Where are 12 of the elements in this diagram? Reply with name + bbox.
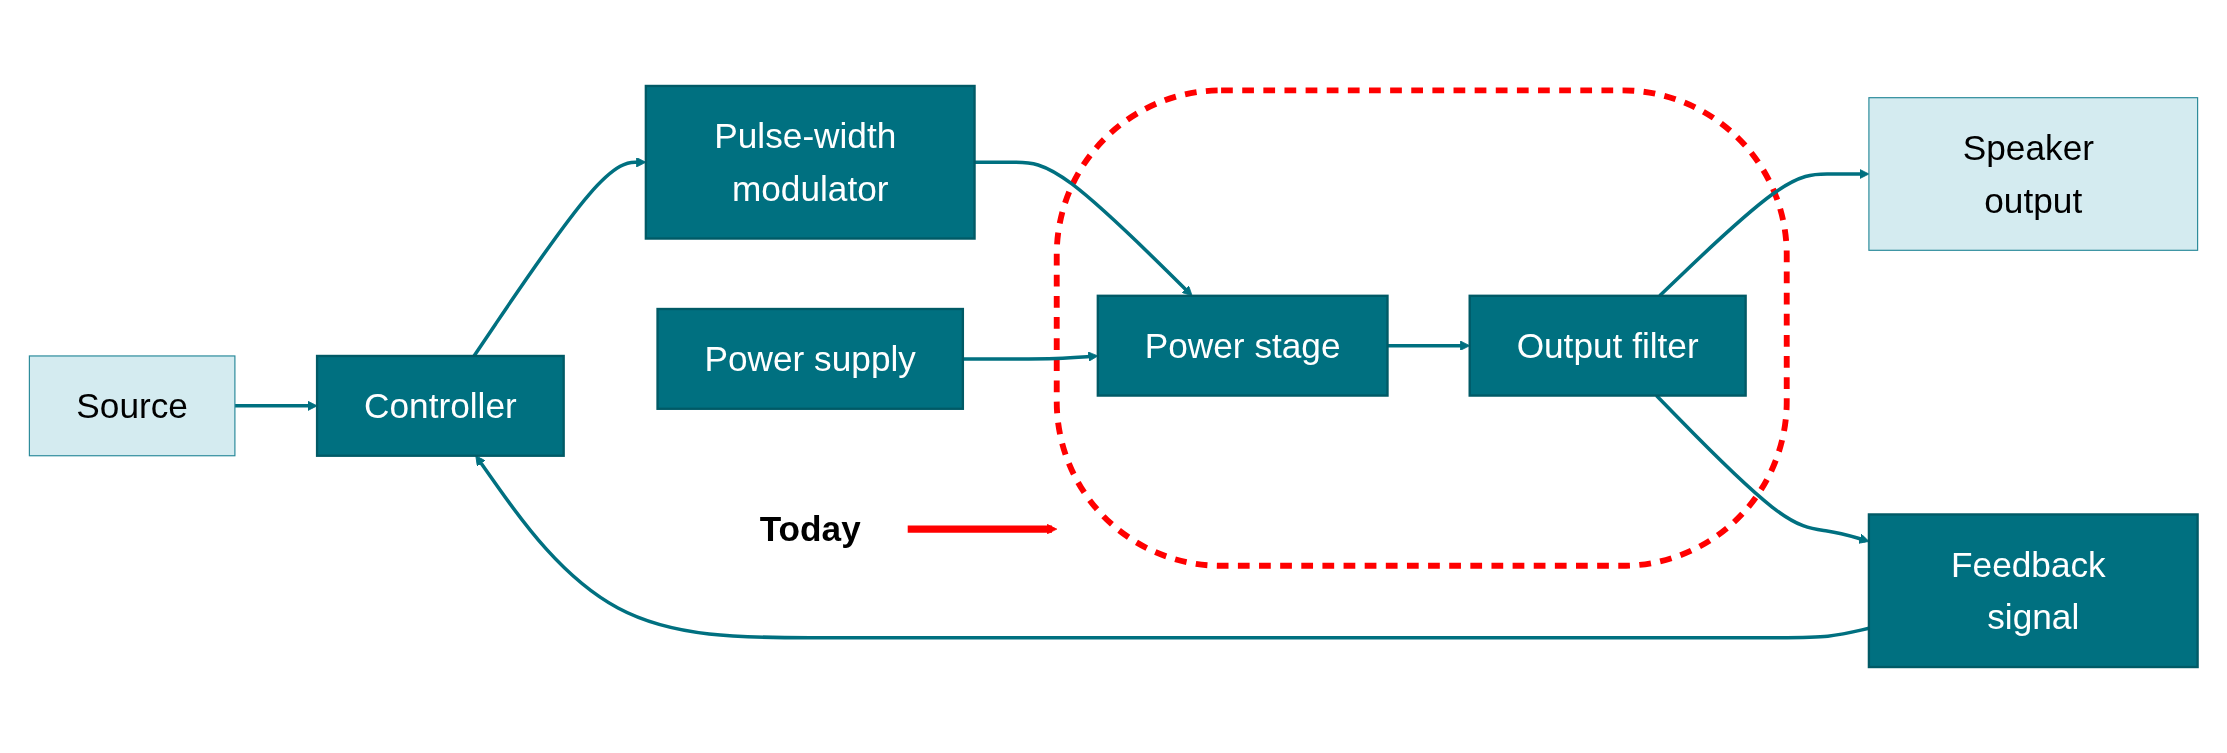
node-box: Controller (315, 354, 565, 457)
cluster (1053, 87, 1790, 569)
node-box: Feedback signal (1867, 513, 2199, 669)
node-text: Today (759, 509, 861, 549)
arrow (907, 523, 1058, 535)
node-box: Speaker output (1868, 97, 2199, 251)
node-box: Source (28, 355, 236, 457)
node-box: Power stage (1096, 294, 1389, 397)
node-box: Output filter (1468, 294, 1747, 397)
arrow (234, 400, 318, 411)
node-box: Power supply (656, 307, 965, 410)
node-box: Pulse-width modulator (644, 84, 976, 240)
